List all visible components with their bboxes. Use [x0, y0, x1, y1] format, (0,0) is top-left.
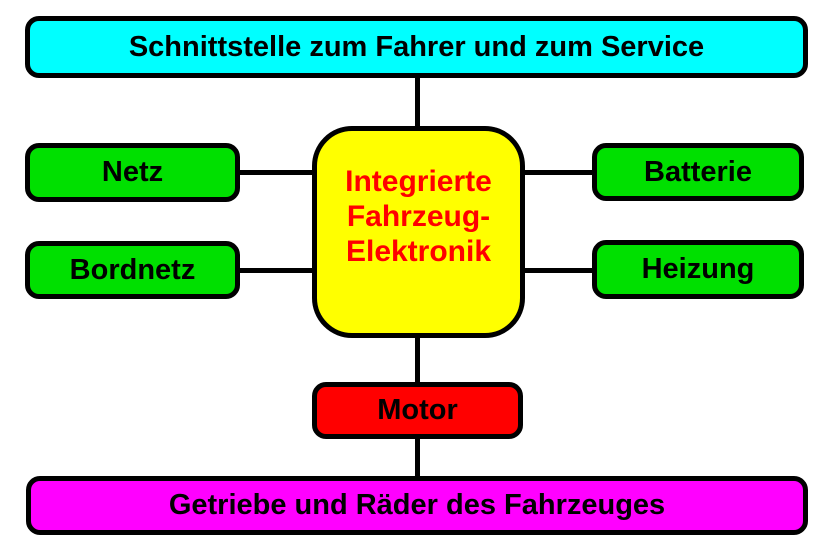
node-getriebe-label: Getriebe und Räder des Fahrzeuges: [168, 489, 666, 521]
node-motor-label: Motor: [377, 394, 458, 426]
connector-netz-zentrale: [238, 170, 314, 175]
node-schnittstelle-label: Schnittstelle zum Fahrer und zum Service: [128, 30, 705, 63]
connector-schnittstelle-zentrale: [415, 77, 420, 127]
node-heizung: Heizung: [592, 240, 804, 299]
connector-bordnetz-zentrale: [238, 268, 314, 273]
node-heizung-label: Heizung: [641, 253, 755, 285]
node-bordnetz-label: Bordnetz: [69, 253, 196, 286]
node-integrierte-fahrzeug-elektronik: Integrierte Fahrzeug- Elektronik: [312, 126, 525, 338]
node-zentrale-label-line2: Fahrzeug-: [346, 199, 491, 233]
node-zentrale-label-line3: Elektronik: [345, 234, 492, 268]
connector-motor-getriebe: [415, 437, 420, 478]
node-bordnetz: Bordnetz: [25, 241, 240, 299]
node-schnittstelle: Schnittstelle zum Fahrer und zum Service: [25, 16, 808, 78]
connector-zentrale-motor: [415, 336, 420, 384]
connector-zentrale-batterie: [523, 170, 594, 175]
node-batterie: Batterie: [592, 143, 804, 201]
node-batterie-label: Batterie: [644, 155, 752, 188]
node-motor: Motor: [312, 382, 523, 439]
node-zentrale-label-line1: Integrierte: [345, 164, 492, 198]
node-getriebe: Getriebe und Räder des Fahrzeuges: [26, 476, 808, 535]
node-netz: Netz: [25, 143, 240, 202]
connector-zentrale-heizung: [523, 268, 594, 273]
node-netz-label: Netz: [101, 156, 164, 188]
